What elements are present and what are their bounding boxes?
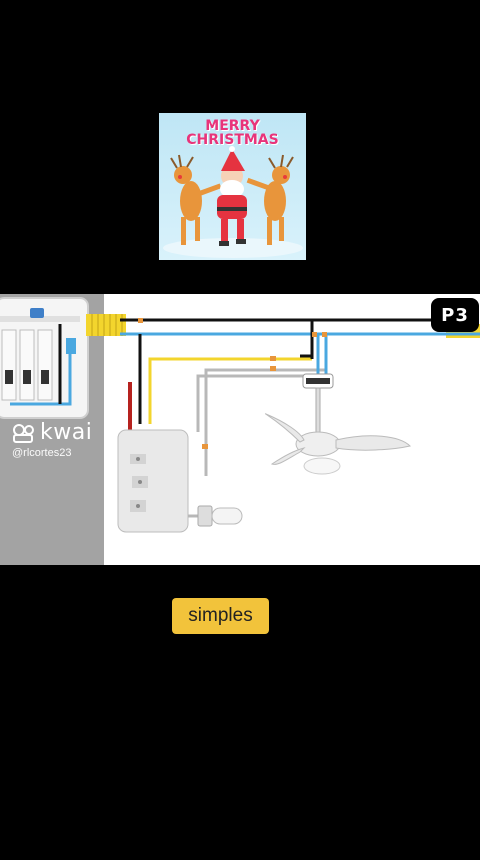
diagram-label-p3: P3 <box>431 298 479 332</box>
sticker-title-line2: CHRISTMAS <box>186 132 279 148</box>
ceiling-fan-icon <box>264 373 411 475</box>
sticker-title: MERRY CHRISTMAS <box>159 119 306 147</box>
sticker-title-line1: MERRY <box>205 118 260 134</box>
watermark-brand: kwai <box>40 420 93 445</box>
watermark-handle: @rlcortes23 <box>12 447 72 459</box>
christmas-sticker: MERRY CHRISTMAS <box>159 113 306 260</box>
kwai-logo-icon <box>13 423 34 443</box>
santa-reindeer-sticker <box>163 146 303 258</box>
wiring-diagram <box>86 314 480 533</box>
wall-switch-icon <box>117 429 189 533</box>
breaker-panel-area <box>0 294 104 565</box>
lamp-icon <box>188 505 243 527</box>
video-frame: P3 <box>0 294 480 565</box>
watermark: kwai @rlcortes23 <box>12 420 92 459</box>
kwai-logo: kwai <box>12 420 92 445</box>
circuit-breaker-panel-icon <box>0 297 89 419</box>
caption-badge: simples <box>172 598 269 634</box>
